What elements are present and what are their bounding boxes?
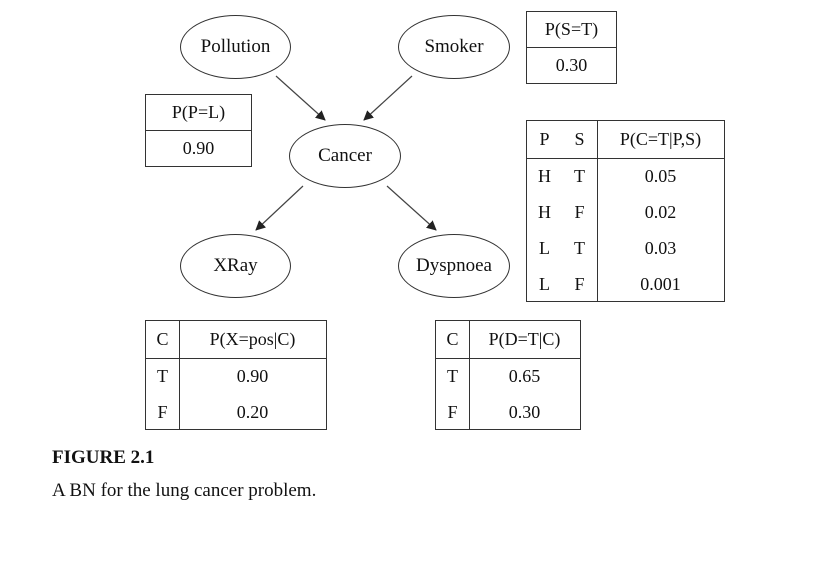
cpt-cell: F (574, 201, 585, 222)
cpt-xray: C P(X=pos|C) T 0.90 F 0.20 (145, 320, 327, 430)
cpt-cell: T (574, 165, 585, 186)
cpt-pollution: P(P=L) 0.90 (145, 94, 252, 167)
cpt-header: C (156, 329, 169, 349)
cpt-smoker: P(S=T) 0.30 (526, 11, 617, 84)
cpt-value: 0.90 (145, 130, 252, 167)
cpt-cell: H (538, 165, 551, 186)
figure-caption: A BN for the lung cancer problem. (52, 480, 317, 501)
node-smoker: Smoker (398, 15, 510, 79)
cpt-header: P(C=T|P,S) (619, 129, 702, 149)
figure-label: FIGURE 2.1 (52, 447, 155, 468)
cpt-header: P(D=T|C) (488, 329, 561, 349)
edge-cancer-xray (255, 185, 304, 231)
node-xray: XRay (180, 234, 291, 298)
cpt-cell: L (539, 237, 550, 258)
cpt-row: H F 0.02 (527, 194, 724, 230)
cpt-cell: F (447, 401, 458, 422)
cpt-cell: F (574, 273, 585, 294)
cpt-cell: 0.30 (508, 401, 541, 422)
cpt-header: P(P=L) (145, 94, 252, 131)
cpt-cell: T (574, 237, 585, 258)
cpt-cell: 0.02 (644, 201, 677, 222)
cpt-cell: T (157, 365, 168, 386)
cpt-cell: 0.001 (640, 273, 681, 294)
cpt-cell: 0.05 (644, 165, 677, 186)
cpt-cell: 0.90 (236, 365, 269, 386)
cpt-cancer: P S P(C=T|P,S) H T 0.05 H F 0.02 L T 0.0… (526, 120, 725, 302)
cpt-row: F 0.30 (436, 394, 580, 430)
cpt-cell: L (539, 273, 550, 294)
cpt-header: P(X=pos|C) (209, 329, 296, 349)
edge-cancer-dyspnoea (386, 185, 437, 231)
cpt-row: T 0.90 (146, 358, 326, 394)
cpt-header: S (574, 129, 585, 149)
cpt-cell: 0.03 (644, 237, 677, 258)
node-pollution: Pollution (180, 15, 291, 79)
cpt-header: C (446, 329, 459, 349)
edge-pollution-cancer (275, 75, 326, 121)
cpt-cell: 0.65 (508, 365, 541, 386)
cpt-header: P (539, 129, 550, 149)
cpt-header: P(S=T) (526, 11, 617, 48)
node-cancer: Cancer (289, 124, 401, 188)
cpt-row: F 0.20 (146, 394, 326, 430)
cpt-cell: F (157, 401, 168, 422)
cpt-cell: T (447, 365, 458, 386)
cpt-dyspnoea: C P(D=T|C) T 0.65 F 0.30 (435, 320, 581, 430)
node-dyspnoea: Dyspnoea (398, 234, 510, 298)
cpt-cell: H (538, 201, 551, 222)
cpt-row: T 0.65 (436, 358, 580, 394)
cpt-row: H T 0.05 (527, 158, 724, 194)
cpt-row: L T 0.03 (527, 230, 724, 266)
cpt-value: 0.30 (526, 47, 617, 84)
cpt-row: L F 0.001 (527, 266, 724, 302)
cpt-cell: 0.20 (236, 401, 269, 422)
edge-smoker-cancer (363, 75, 413, 121)
